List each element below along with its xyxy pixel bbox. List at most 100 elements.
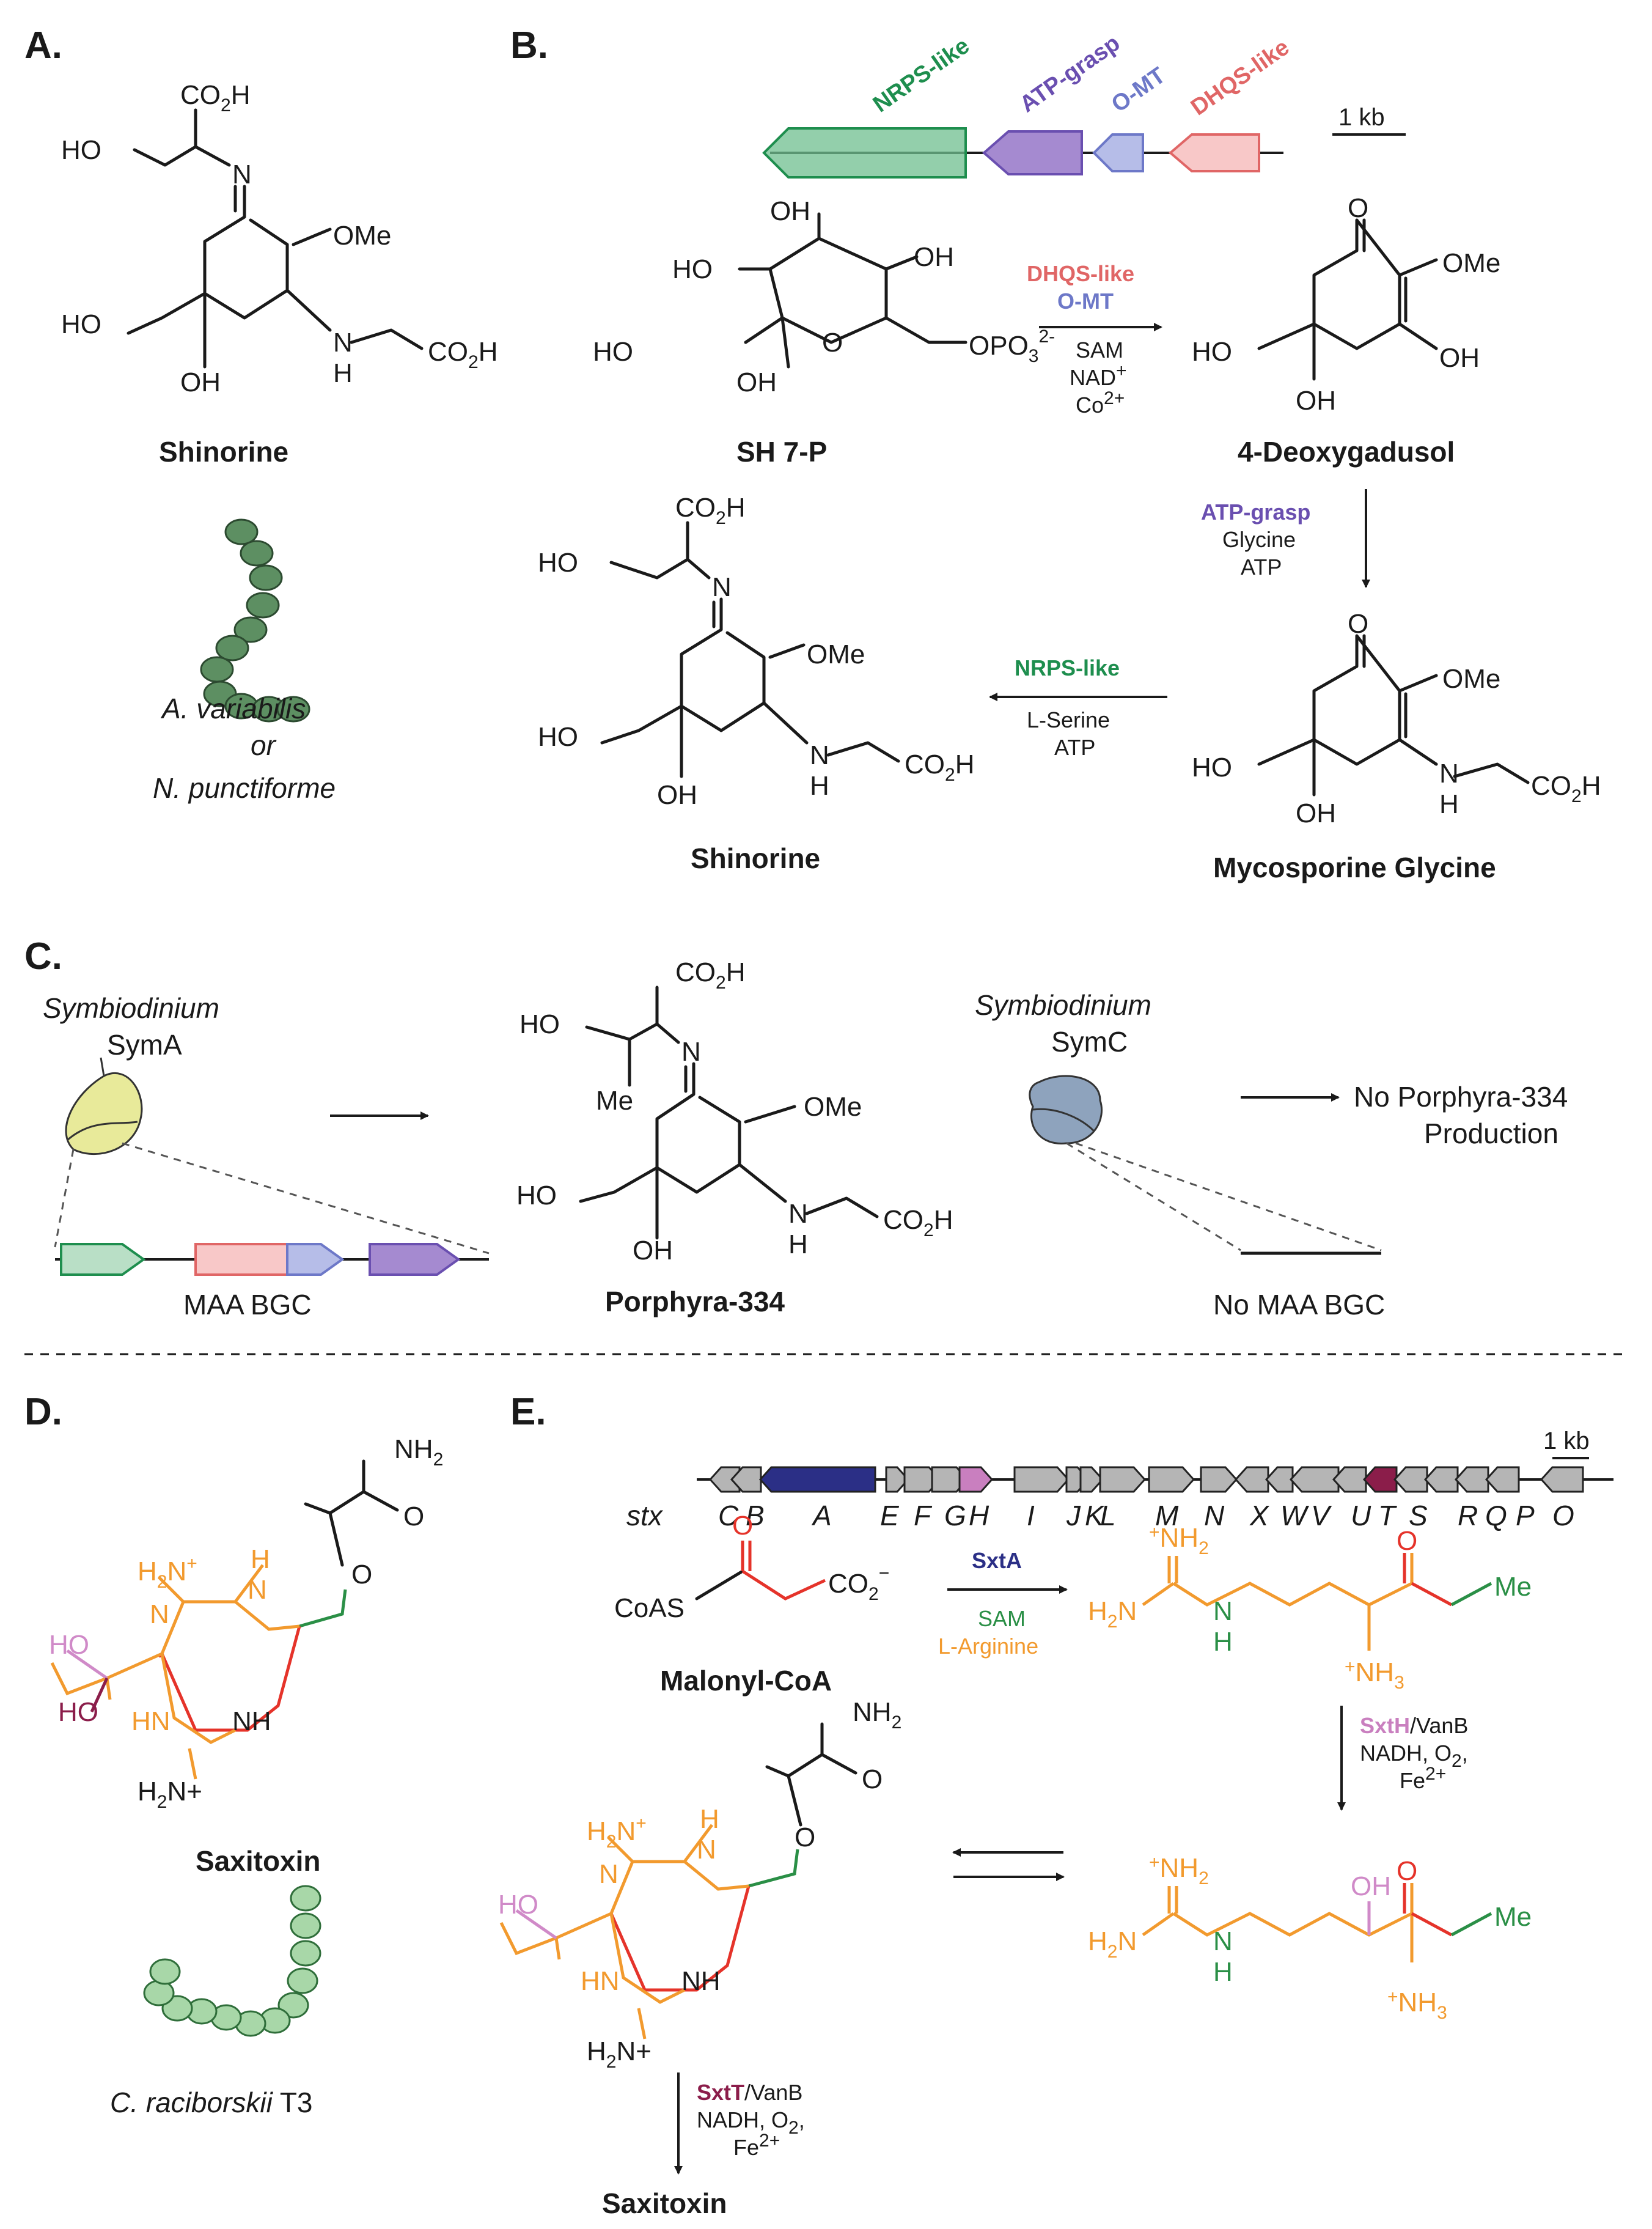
shinb-h: H [810,771,829,801]
stx-gene-arrow-13 [1234,1466,1269,1493]
shinb-oh: OH [657,780,697,810]
stxd-nh2: NH2 [394,1434,443,1470]
saxitoxin-final-name: Saxitoxin [602,2187,727,2219]
cell-a-0 [224,518,259,545]
maa-gene-cluster-b: NRPS-like ATP-grasp O-MT DHQS-like 1 kb [762,30,1406,179]
organism-a-line2: or [251,729,277,761]
sxta-cond-sam: SAM [978,1606,1026,1631]
shinb-n2: N [810,740,829,770]
malonyl-coa-structure: CoAS O CO2− Malonyl-CoA [614,1511,889,1697]
stx-gene-letter-T: T [1378,1500,1397,1531]
shinorine-structure-a: CO2H HO N OMe HO OH N H CO2H Shinorine [61,80,497,468]
shinb-ome: OMe [807,639,865,669]
sxth-label: SxtH/VanB [1360,1713,1468,1738]
stxd-ho-pink: HO [49,1630,89,1660]
deoxy-oh-right: OH [1439,343,1480,373]
deoxygadusol-structure: O OMe OH HO OH 4-Deoxygadusol [1192,193,1500,468]
pre-o2: O [795,1822,815,1852]
step2-enzyme: ATP-grasp [1201,499,1310,525]
stx-gene-arrow-21 [1485,1466,1520,1493]
no-production-line2: Production [1424,1118,1558,1149]
stx-gene-arrow-16 [1332,1466,1367,1493]
stxd-h2n: H2N+ [138,1553,197,1592]
sxta-label: SxtA [972,1548,1022,1573]
intermediate-1-structure: +NH2 H2N N H O Me +NH3 [1088,1522,1532,1693]
int1-o: O [1397,1526,1417,1556]
gene-arrow-atp-grasp [982,130,1083,175]
cyanobacterium-chain-a [200,518,310,723]
por-n: N [681,1037,701,1067]
sugar-ho-left: HO [672,254,713,284]
stx-gene-arrow-2 [758,1466,876,1493]
cell-a-2 [249,564,283,591]
cyanobacterium-chain-d [143,1885,321,2037]
step1-arrow: DHQS-like O-MT SAM NAD+ Co2+ [1027,261,1162,418]
cell-a-1 [240,540,274,567]
pre-h: H [700,1804,719,1834]
shinb-co2h: CO2H [675,493,745,528]
por-ho: HO [519,1009,560,1039]
stx-gene-letter-M: M [1155,1500,1179,1531]
shinb-ho2: HO [538,722,578,752]
sugar-ring-o: O [822,328,843,358]
int2-h: H [1213,1957,1233,1987]
myc-ho: HO [1192,753,1232,783]
stx-gene-letter-S: S [1409,1500,1428,1531]
stx-gene-letter-U: U [1351,1500,1371,1531]
pre-h2n-bottom: H2N+ [587,2036,652,2072]
gene-arrow-dhqs [1168,133,1260,172]
pre-h2n: H2N+ [587,1813,647,1852]
deoxy-ketone-o: O [1348,193,1368,223]
shinb-co2h2: CO2H [905,750,974,785]
organism-a-line3: N. punctiforme [153,772,336,804]
stx-gene-letter-B: B [746,1500,765,1531]
stx-gene-letter-L: L [1100,1500,1116,1531]
myc-oh: OH [1296,798,1336,828]
organism-a-line1: A. variabilis [160,693,306,724]
ho-label-2: HO [61,309,101,339]
stx-gene-arrow-7 [1013,1466,1070,1493]
int2-h2n: H2N [1088,1926,1137,1962]
stxd-ho-maroon: HO [58,1697,98,1727]
co2h-label-2: CO2H [428,337,497,372]
stxd-hn: HN [131,1706,171,1736]
por-oh: OH [633,1236,673,1266]
step2-arrow: ATP-grasp Glycine ATP [1201,489,1370,588]
oh-label: OH [180,367,221,397]
stx-gene-letter-P: P [1516,1500,1535,1531]
saxitoxin-precursor-structure: NH2 O O H2N+ H N N HO HN NH H2N+ [498,1697,901,2072]
stx-gene-arrow-17 [1362,1466,1398,1493]
symc-cell [1029,1075,1103,1144]
malonyl-co2: CO2− [828,1563,889,1604]
intermediate-2-structure: +NH2 H2N N H OH O Me +NH3 [1088,1852,1532,2023]
shinorine-name-a: Shinorine [159,436,288,468]
maa-bgc-cluster [55,1243,489,1276]
pre-o: O [862,1764,883,1794]
stx-gene-letter-V: V [1311,1500,1332,1531]
stx-gene-letter-X: X [1249,1500,1270,1531]
stx-cluster-name: stx [626,1500,664,1531]
gene-arrow-nrps [762,127,967,179]
sugar-oh-bottom: OH [736,367,777,397]
stxd-n-ring: N [150,1599,169,1629]
maa-bgc-label: MAA BGC [183,1289,312,1321]
sxtt-cond-1: NADH, O2, [697,2107,805,2138]
ho-label: HO [61,135,101,165]
deoxy-oh-bottom: OH [1296,386,1336,416]
step1-cond-co: Co2+ [1076,388,1125,418]
stx-gene-arrow-6 [958,1466,994,1493]
mycosporine-name: Mycosporine Glycine [1213,852,1496,883]
myc-co2h: CO2H [1531,771,1601,806]
ome-label: OMe [333,221,391,251]
shinb-ho: HO [538,548,578,578]
int1-h: H [1213,1627,1233,1657]
stxd-h: H [251,1544,270,1574]
stx-gene-arrow-19 [1423,1466,1459,1493]
stxd-o2: O [351,1560,372,1590]
stx-gene-letter-O: O [1552,1500,1574,1531]
sh7p-structure: OH HO OH HO O OH OPO32- SH 7-P [593,196,1055,468]
myc-n: N [1439,759,1459,789]
int2-n: N [1213,1926,1233,1956]
step3-arrow: NRPS-like L-Serine ATP [989,655,1167,760]
